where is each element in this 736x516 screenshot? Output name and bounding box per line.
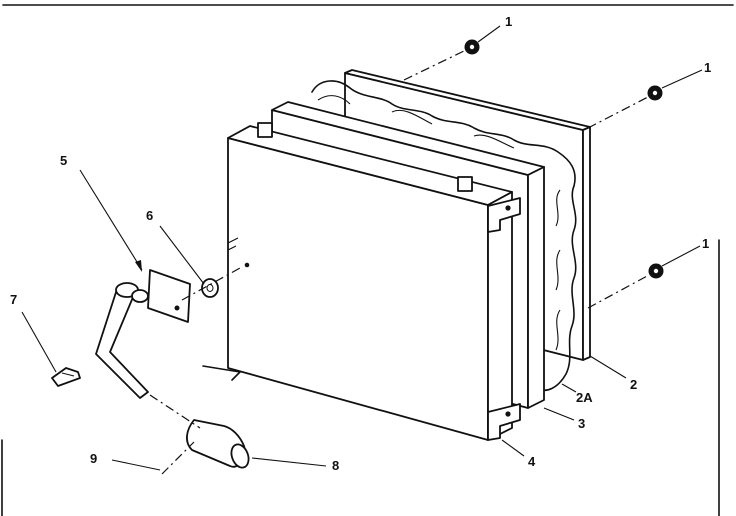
part-1-nut-lower [648,263,664,279]
bracket-upper [487,197,521,233]
top-knob-right [457,176,473,192]
callout-2a: 2A [576,390,593,405]
callout-5: 5 [60,153,67,168]
centerline-crank-shaft [181,267,241,301]
callout-3: 3 [578,416,585,431]
part-4-front-box [202,122,521,441]
part-2a-insulation [311,80,577,392]
part-7-screw [51,367,81,387]
callout-1-top: 1 [505,14,512,29]
leader-1b [661,69,703,89]
part-5-crank-plate [95,269,191,399]
centerline-nut-top [403,49,467,81]
leader-1a [477,25,501,43]
leader-5 [79,169,143,271]
leader-2a [561,383,577,393]
leader-8 [251,457,327,467]
part-6-washer [201,262,250,298]
part-8-handle-grip [186,419,250,469]
callout-9: 9 [90,451,97,466]
bracket-lower [487,403,521,441]
part-1-nut-top [464,39,480,55]
leader-3 [543,407,575,421]
callout-4: 4 [528,454,536,469]
centerline-handle-low [161,441,195,475]
part-1-nut-right [647,85,663,101]
leader-9 [111,459,161,471]
callout-8: 8 [332,458,339,473]
leader-6 [159,225,205,285]
leader-7 [21,311,57,373]
callout-7: 7 [10,292,17,307]
leader-2 [589,355,627,379]
callout-1-lower: 1 [702,236,709,251]
leader-4 [501,439,525,457]
callout-6: 6 [146,208,153,223]
callout-1-right: 1 [704,60,711,75]
top-knob-left [257,122,273,138]
callout-2: 2 [630,377,637,392]
leader-1c [661,245,701,267]
centerline-nut-lower [587,274,650,309]
centerline-nut-right [587,96,649,129]
